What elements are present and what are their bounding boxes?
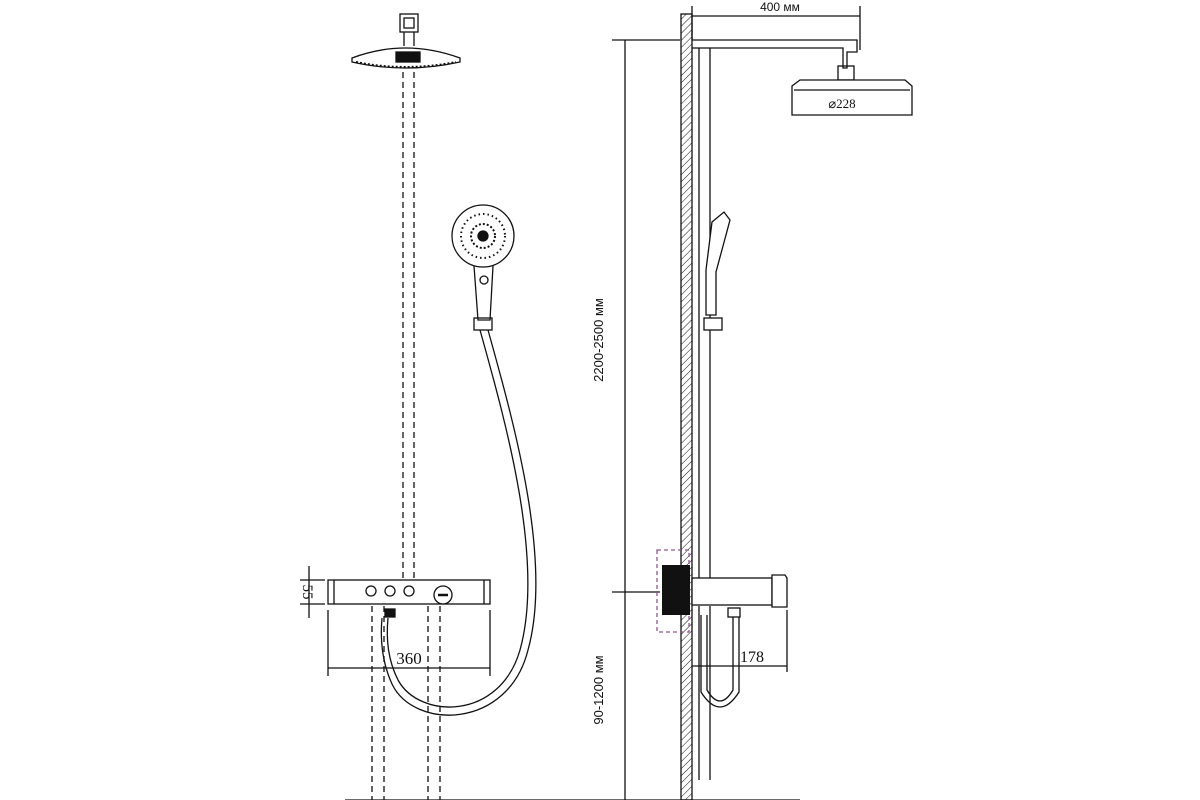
shower-mode-button-icon [365,585,377,597]
dimension-360: 360 [327,610,491,676]
dimension-total-height: 2200-2500 мм 90-1200 мм [591,39,680,800]
arm-length-label: 400 мм [760,0,800,14]
overhead-shower-side: ⌀228 [791,79,913,116]
shelf-width-label: 360 [396,649,422,668]
side-view: 2200-2500 мм 90-1200 мм 400 мм ⌀228 [345,0,913,800]
overhead-shower-head [351,47,461,69]
shelf-depth-label: 178 [740,649,764,666]
front-view: 55 360 [299,13,537,800]
hand-shower-side [703,211,731,331]
total-height-label: 2200-2500 мм [591,298,606,382]
hand-shower-button-icon [384,585,396,597]
dimension-55: 55 [299,566,325,618]
shower-arm [692,39,858,81]
thermostatic-shelf-front [327,579,491,618]
thermostatic-shelf-side [691,574,788,618]
head-diameter-label: ⌀228 [828,96,855,111]
wall-hatch [680,13,693,800]
overhead-shower-connector [399,13,419,46]
hand-shower [451,204,515,331]
hose-side [700,615,740,708]
front-riser-pipes [371,72,441,800]
dimension-178: 178 [692,610,788,672]
mixer-cartridge [662,565,690,615]
spout-button-icon [403,585,415,597]
shelf-height-label: 55 [299,585,315,600]
mixer-height-label: 90-1200 мм [591,655,606,724]
dimension-400: 400 мм [691,0,861,50]
